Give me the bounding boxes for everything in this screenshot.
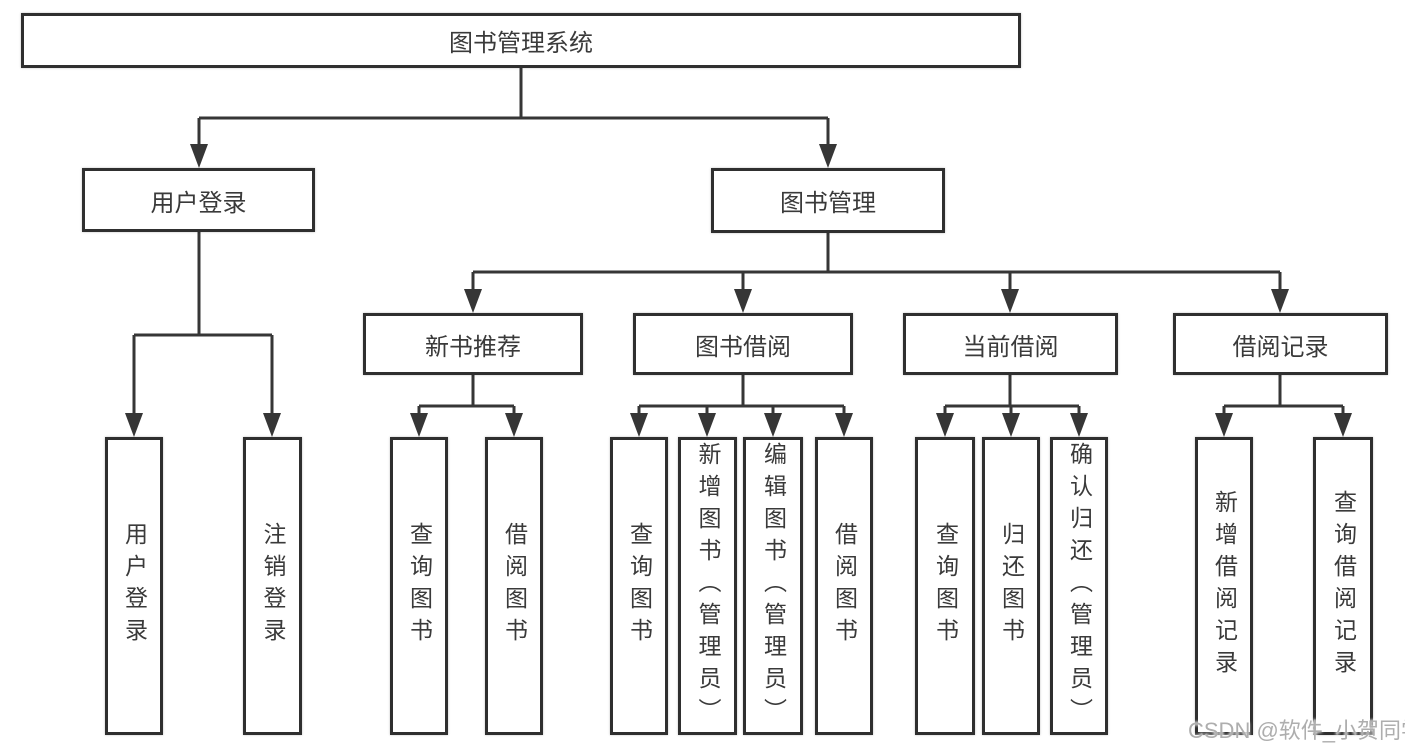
arrow-down-icon	[263, 413, 281, 437]
leaf-label: 新增图书（管理员）	[695, 442, 721, 730]
node-label: 新书推荐	[425, 333, 521, 361]
node-book-borrow: 图书借阅	[633, 313, 853, 375]
node-root-system: 图书管理系统	[21, 13, 1021, 68]
leaf-label: 注销登录	[260, 522, 286, 650]
arrow-down-icon	[936, 413, 954, 437]
arrow-down-icon	[505, 413, 523, 437]
arrow-down-icon	[1271, 289, 1289, 313]
leaf-label: 用户登录	[121, 522, 148, 650]
arrow-down-icon	[464, 289, 482, 313]
leaf-label: 查询图书	[932, 522, 959, 650]
arrow-down-icon	[1070, 413, 1088, 437]
arrow-down-icon	[1215, 413, 1233, 437]
leaf-bb-borrow-books: 借阅图书	[815, 437, 873, 735]
arrow-down-icon	[410, 413, 428, 437]
node-label: 当前借阅	[962, 333, 1059, 361]
leaf-bb-edit-books-admin: 编辑图书（管理员）	[743, 437, 803, 735]
leaf-label: 查询借阅记录	[1330, 490, 1357, 682]
node-new-book-recommend: 新书推荐	[363, 313, 583, 375]
node-label: 借阅记录	[1232, 333, 1329, 361]
arrow-down-icon	[1002, 413, 1020, 437]
arrow-down-icon	[819, 144, 837, 168]
leaf-bb-add-books-admin: 新增图书（管理员）	[678, 437, 737, 735]
node-label: 图书管理	[780, 190, 876, 217]
leaf-label: 查询图书	[626, 522, 653, 650]
leaf-label: 确认归还（管理员）	[1066, 442, 1093, 730]
leaf-nb-borrow-books: 借阅图书	[485, 437, 543, 735]
leaf-cb-confirm-return-admin: 确认归还（管理员）	[1050, 437, 1108, 735]
leaf-label: 归还图书	[998, 522, 1025, 650]
leaf-br-query-record: 查询借阅记录	[1313, 437, 1373, 735]
node-borrow-records: 借阅记录	[1173, 313, 1388, 375]
csdn-watermark: CSDN @软件_小贺同学	[1188, 718, 1405, 743]
arrow-down-icon	[734, 289, 752, 313]
node-current-borrow: 当前借阅	[903, 313, 1118, 375]
arrow-down-icon	[764, 413, 782, 437]
leaf-bb-query-books: 查询图书	[610, 437, 668, 735]
leaf-br-add-record: 新增借阅记录	[1195, 437, 1253, 735]
leaf-nb-query-books: 查询图书	[390, 437, 448, 735]
node-label: 图书管理系统	[449, 30, 593, 57]
node-user-login: 用户登录	[82, 168, 315, 232]
leaf-logout: 注销登录	[243, 437, 302, 735]
leaf-label: 借阅图书	[831, 522, 858, 650]
arrow-down-icon	[190, 144, 208, 168]
node-label: 图书借阅	[695, 333, 791, 361]
arrow-down-icon	[1334, 413, 1352, 437]
arrow-down-icon	[125, 413, 143, 437]
leaf-label: 编辑图书（管理员）	[760, 442, 787, 730]
arrow-down-icon	[630, 413, 648, 437]
leaf-cb-return-books: 归还图书	[982, 437, 1040, 735]
arrow-down-icon	[698, 413, 716, 437]
leaf-cb-query-books: 查询图书	[915, 437, 975, 735]
node-label: 用户登录	[150, 189, 247, 217]
leaf-user-login: 用户登录	[105, 437, 163, 735]
arrow-down-icon	[1001, 289, 1019, 313]
arrow-down-icon	[835, 413, 853, 437]
leaf-label: 借阅图书	[501, 522, 528, 650]
leaf-label: 查询图书	[406, 522, 433, 650]
leaf-label: 新增借阅记录	[1211, 490, 1238, 682]
node-book-management: 图书管理	[711, 168, 945, 233]
